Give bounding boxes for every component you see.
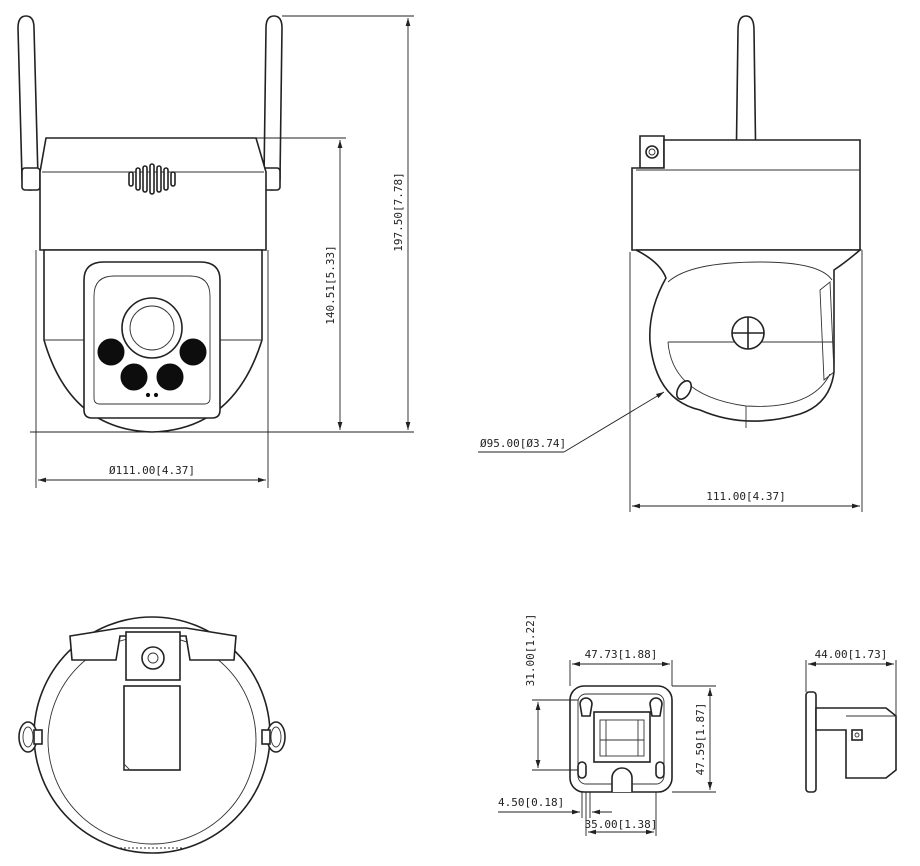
bracket-side-view: 44.00[1.73] bbox=[805, 648, 897, 793]
main-lens bbox=[121, 297, 183, 359]
front-view: 140.51[5.33] 197.50[7.78] Ø111.00[4.37] bbox=[17, 15, 414, 488]
dim-bracket-depth: 44.00[1.73] bbox=[815, 648, 888, 661]
bracket-arm bbox=[815, 707, 897, 779]
dim-front-body-height: 140.51[5.33] bbox=[324, 245, 337, 324]
speaker-grille bbox=[128, 163, 176, 195]
dim-bracket-slot-offset: 4.50[0.18] bbox=[498, 796, 564, 809]
dim-front-width: Ø111.00[4.37] bbox=[109, 464, 195, 477]
screw-icon bbox=[261, 721, 286, 753]
side-view: Ø95.00[Ø3.74] 111.00[4.37] bbox=[478, 15, 863, 512]
ir-led bbox=[97, 338, 125, 366]
dim-front-total-height: 197.50[7.78] bbox=[392, 172, 405, 251]
screw-icon bbox=[18, 721, 43, 753]
side-housing bbox=[631, 139, 861, 251]
bracket-front-view: 47.73[1.88] 31.00[1.22] 47.59[1.87] 4.50… bbox=[498, 614, 716, 836]
right-antenna bbox=[263, 15, 283, 191]
dim-side-dome-diameter: Ø95.00[Ø3.74] bbox=[480, 437, 566, 450]
ir-led bbox=[179, 338, 207, 366]
bottom-view bbox=[18, 616, 286, 854]
bolt-icon bbox=[731, 316, 765, 350]
left-antenna bbox=[17, 15, 39, 191]
ir-led bbox=[120, 363, 148, 391]
label-plate bbox=[123, 685, 181, 771]
dim-bracket-height: 47.59[1.87] bbox=[694, 703, 707, 776]
dim-side-width: 111.00[4.37] bbox=[706, 490, 785, 503]
ir-led bbox=[156, 363, 184, 391]
dim-bracket-hole-spacing: 35.00[1.38] bbox=[585, 818, 658, 831]
dim-bracket-hole-offset: 31.00[1.22] bbox=[524, 614, 537, 687]
dim-bracket-width: 47.73[1.88] bbox=[585, 648, 658, 661]
